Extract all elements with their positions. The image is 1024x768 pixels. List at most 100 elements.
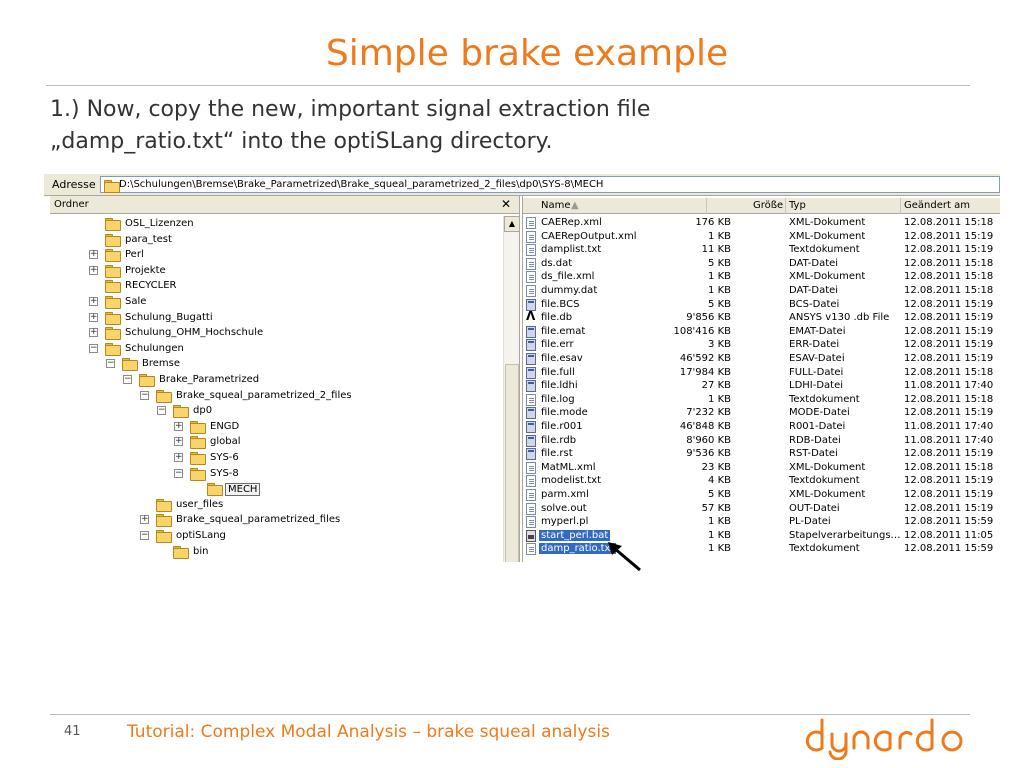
- close-icon[interactable]: ✕: [500, 197, 511, 211]
- document-icon: [526, 285, 536, 297]
- collapse-icon[interactable]: −: [157, 405, 166, 416]
- column-size[interactable]: Größe: [753, 200, 784, 211]
- collapse-icon[interactable]: −: [174, 467, 183, 478]
- address-field[interactable]: D:\Schulungen\Bremse\Brake_Parametrized\…: [100, 176, 1000, 193]
- file-size: 27 KB: [701, 380, 731, 392]
- column-date[interactable]: Geändert am: [904, 200, 970, 211]
- file-type: DAT-Datei: [789, 285, 839, 296]
- tree-item-label: SYS-6: [210, 452, 239, 463]
- file-size: 1 KB: [708, 230, 731, 242]
- file-size: 4 KB: [708, 475, 731, 487]
- document-icon: [526, 230, 536, 243]
- file-name: file.err: [541, 339, 574, 351]
- file-size: 1 KB: [708, 393, 731, 405]
- expand-icon[interactable]: +: [89, 311, 98, 322]
- logo-icon: [805, 718, 963, 761]
- file-type: R001-Datei: [789, 421, 846, 432]
- collapse-icon[interactable]: −: [123, 374, 132, 384]
- collapse-icon[interactable]: −: [140, 389, 149, 400]
- file-size: 9'856 KB: [686, 312, 731, 324]
- tree-item-label: Brake_squeal_parametrized_2_files: [176, 389, 352, 401]
- file-date: 12.08.2011 15:19: [904, 339, 994, 351]
- file-size: 46'592 KB: [679, 353, 731, 364]
- scroll-up-icon[interactable]: ▲: [504, 216, 520, 232]
- file-name: ds.dat: [541, 257, 573, 269]
- system-file-icon: [526, 298, 536, 311]
- folder-icon: [156, 514, 172, 528]
- file-size: 7'232 KB: [686, 407, 731, 419]
- file-size: 1 KB: [708, 285, 731, 296]
- collapse-icon[interactable]: −: [106, 358, 115, 369]
- tree-item-label: Brake_squeal_parametrized_files: [176, 514, 341, 526]
- scroll-thumb[interactable]: [505, 364, 519, 562]
- expand-icon[interactable]: +: [174, 436, 183, 447]
- file-date: 12.08.2011 15:59: [904, 516, 994, 528]
- expand-icon[interactable]: +: [174, 420, 183, 431]
- explorer-screenshot: Adresse D:\Schulungen\Bremse\Brake_Param…: [44, 174, 1000, 562]
- title-divider: [46, 85, 970, 86]
- instruction-line-1: 1.) Now, copy the new, important signal …: [50, 97, 651, 122]
- address-label: Adresse: [52, 178, 96, 191]
- folder-icon: [139, 374, 155, 387]
- file-type: XML-Dokument: [789, 271, 866, 283]
- file-date: 11.08.2011 17:40: [904, 421, 994, 432]
- expand-icon[interactable]: +: [89, 327, 98, 338]
- file-type: ERR-Datei: [789, 339, 840, 351]
- collapse-icon[interactable]: −: [140, 530, 149, 540]
- expand-icon[interactable]: +: [89, 249, 98, 260]
- tree-scrollbar[interactable]: ▲: [503, 216, 520, 562]
- column-type[interactable]: Typ: [789, 200, 806, 211]
- file-name: file.BCS: [541, 298, 580, 310]
- tree-item-label: RECYCLER: [125, 280, 177, 292]
- expand-icon[interactable]: +: [89, 296, 98, 306]
- document-icon: [526, 271, 536, 284]
- expand-icon[interactable]: +: [140, 514, 149, 525]
- tree-item-label: ENGD: [210, 420, 240, 432]
- file-type: ANSYS v130 .db File: [789, 312, 890, 324]
- file-date: 12.08.2011 15:59: [904, 543, 994, 555]
- file-type: Textdokument: [789, 543, 860, 555]
- file-date: 12.08.2011 15:18: [904, 257, 994, 269]
- footer-text: Tutorial: Complex Modal Analysis – brake…: [127, 722, 610, 742]
- column-separator[interactable]: [900, 198, 901, 214]
- file-date: 12.08.2011 15:18: [904, 271, 994, 283]
- ansys-file-icon: Λ: [526, 309, 536, 324]
- column-separator[interactable]: [706, 198, 707, 214]
- file-date: 12.08.2011 15:19: [904, 407, 994, 419]
- column-name[interactable]: Name: [541, 200, 571, 211]
- file-size: 108'416 KB: [673, 325, 731, 337]
- batch-file-icon: [526, 529, 536, 542]
- expand-icon[interactable]: +: [89, 264, 98, 275]
- column-separator[interactable]: [785, 198, 786, 214]
- collapse-icon[interactable]: −: [89, 342, 98, 353]
- expand-icon[interactable]: +: [174, 452, 183, 462]
